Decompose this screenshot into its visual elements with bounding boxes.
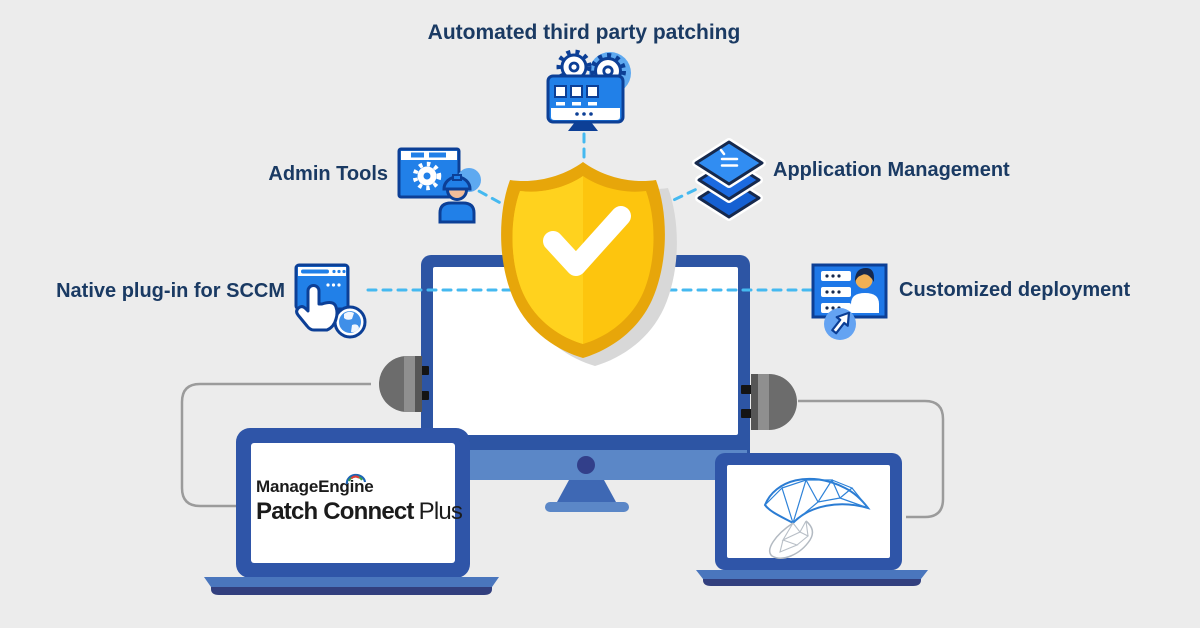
label-automated-patching: Automated third party patching: [427, 21, 741, 44]
cable-left: [180, 382, 371, 508]
globe-icon: [333, 305, 367, 339]
window-gear-worker-icon: [397, 147, 481, 224]
manageengine-swoosh: [345, 473, 367, 485]
hand-cursor-icon: [295, 284, 339, 332]
label-admin-tools: Admin Tools: [268, 163, 388, 185]
plug-left: [379, 356, 429, 412]
monitor-stand: [557, 480, 616, 502]
cable-right: [798, 399, 945, 519]
laptop-left: [204, 428, 499, 595]
worker-avatar: [438, 174, 476, 224]
label-application-management: Application Management: [773, 159, 1010, 181]
stacked-layers-icon: [692, 138, 766, 221]
checkmark: [543, 206, 631, 276]
product-suffix-text: Plus: [418, 498, 463, 525]
cursor-arrow-icon: [831, 311, 851, 335]
monitor-stand-base: [545, 502, 629, 512]
label-native-plugin: Native plug-in for SCCM: [56, 280, 285, 302]
computer-with-gears-icon: [546, 49, 631, 131]
server-user-cursor-icon: [811, 263, 888, 340]
laptop-right: [696, 453, 928, 586]
vendor-text: ManageEngine: [256, 477, 374, 496]
browser-hand-globe-icon: [294, 263, 367, 339]
user-avatar: [851, 268, 879, 313]
product-text: Patch Connect: [256, 498, 414, 525]
monitor-power-dot: [577, 456, 595, 474]
plug-right: [741, 374, 797, 430]
vendor-name: ManageEngine: [256, 473, 374, 497]
gear-icon: [412, 161, 442, 191]
sccm-swoosh-logo: [763, 477, 871, 559]
label-customized-deployment: Customized deployment: [899, 279, 1131, 301]
shield-checkmark-icon: [501, 162, 677, 366]
